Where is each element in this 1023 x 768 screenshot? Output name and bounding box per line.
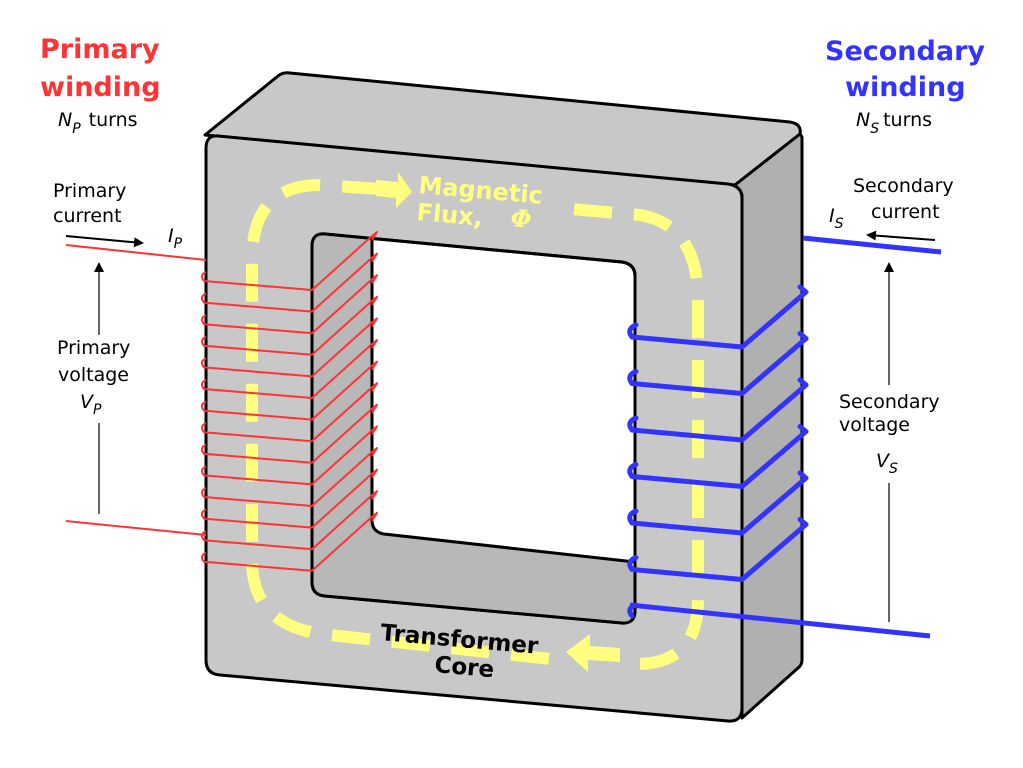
primary-wire-bottom	[65, 520, 207, 536]
primary-coil-turn	[200, 403, 378, 464]
primary-coil-turn	[200, 231, 378, 291]
secondary-wire-top	[802, 235, 942, 255]
primary-coil-turn	[200, 317, 378, 378]
core-top-face	[203, 71, 802, 187]
primary-coil-turn	[200, 468, 378, 529]
primary-current-arrow	[65, 235, 144, 248]
primary-current-line1: Primary	[53, 180, 126, 202]
secondary-current-line2: current	[871, 201, 940, 223]
secondary-coil-turn	[627, 517, 809, 582]
flux-symbol: Φ	[509, 203, 532, 234]
secondary-coil-turn	[627, 331, 809, 396]
core-label-line2: Core	[433, 652, 495, 683]
secondary-title-line2: winding	[845, 72, 966, 103]
flux-arrow-top	[376, 172, 412, 208]
primary-voltage-line2: voltage	[58, 364, 129, 386]
primary-coil-turn	[200, 447, 378, 507]
primary-coil-turn	[200, 382, 378, 443]
primary-coil-turn	[200, 360, 378, 421]
flux-label-line2: Flux,	[415, 198, 484, 232]
primary-current-symbol: IP	[168, 225, 183, 252]
primary-coil-turn	[200, 511, 378, 572]
secondary-current-arrow	[866, 230, 936, 241]
primary-coil-turn	[200, 339, 378, 399]
secondary-coil-turn	[627, 377, 809, 443]
secondary-coil-turn	[627, 470, 809, 536]
primary-coil-turn	[200, 490, 378, 551]
primary-coil-turn	[200, 274, 378, 335]
primary-coil-turn	[200, 252, 378, 313]
primary-title-line2: winding	[40, 72, 161, 103]
secondary-wire-bottom	[629, 602, 931, 639]
secondary-coil-turn	[627, 284, 809, 350]
secondary-current-line1: Secondary	[853, 175, 954, 197]
primary-title-line1: Primary	[40, 34, 160, 65]
transformer-core	[203, 71, 804, 723]
primary-winding	[200, 231, 378, 572]
secondary-voltage-line2: voltage	[839, 414, 910, 436]
secondary-voltage-symbol: VS	[876, 450, 898, 477]
primary-voltage-symbol: VP	[80, 391, 102, 418]
primary-coil-turn	[200, 425, 378, 486]
primary-voltage-line1: Primary	[57, 337, 130, 359]
core-right-face	[733, 132, 804, 720]
secondary-title-line1: Secondary	[825, 36, 985, 67]
flux-dashed-loop	[246, 178, 704, 670]
primary-coil-turn	[200, 295, 378, 356]
secondary-voltage-line1: Secondary	[839, 391, 940, 413]
secondary-winding	[627, 284, 809, 619]
flux-arrow-bottom	[566, 634, 620, 672]
primary-current-line2: current	[53, 205, 122, 227]
primary-wire-top	[65, 244, 207, 261]
magnetic-flux-path	[246, 172, 704, 672]
secondary-coil-turn	[627, 424, 809, 489]
secondary-current-symbol: IS	[829, 205, 844, 232]
